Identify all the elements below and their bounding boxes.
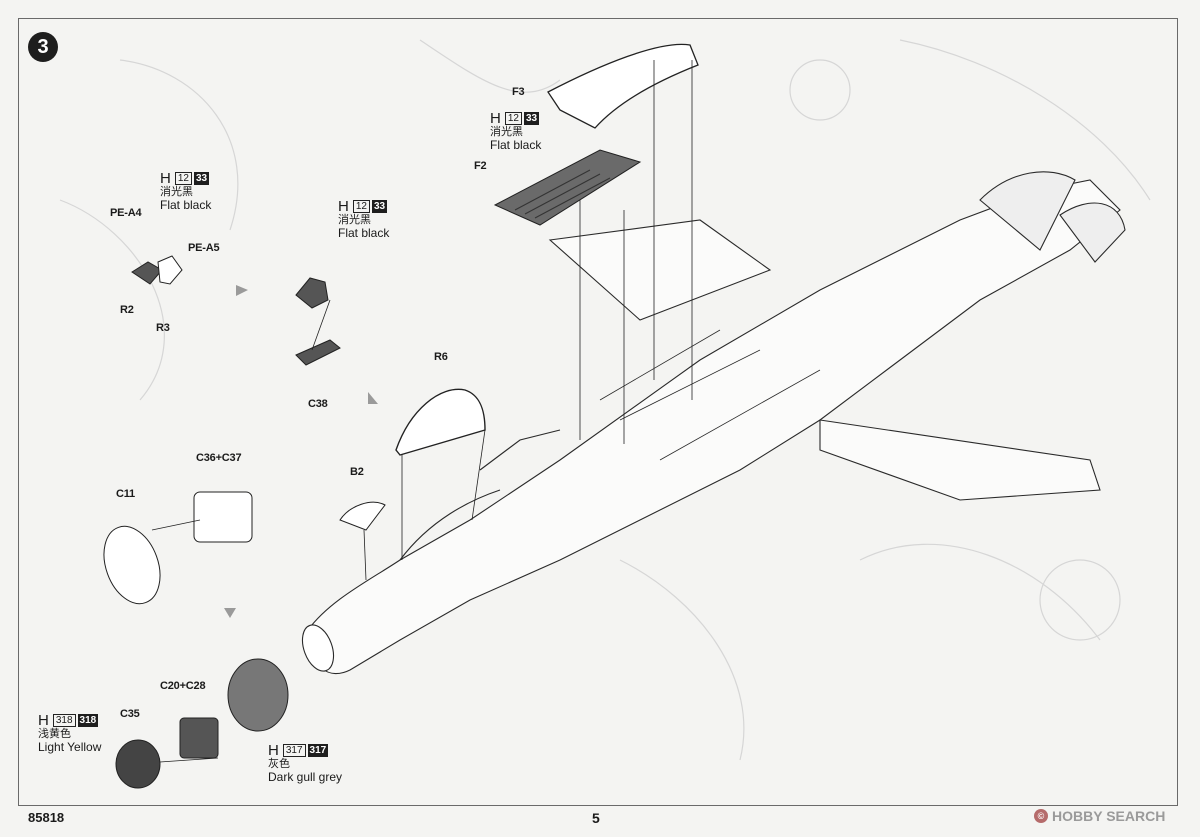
part-label-r6: R6 <box>434 351 448 363</box>
part-label-c35: C35 <box>120 708 140 720</box>
part-label-r3: R3 <box>156 322 170 334</box>
guide-lines <box>151 60 693 763</box>
part-label-f3: F3 <box>512 86 525 98</box>
radar-parts <box>103 491 289 789</box>
page-frame <box>18 18 1178 806</box>
watermark-logo-icon: © <box>1034 809 1048 823</box>
part-label-f2: F2 <box>474 160 487 172</box>
part-label-c11: C11 <box>116 488 135 500</box>
background-ghost-lines <box>59 39 1151 761</box>
page-number: 5 <box>592 810 600 826</box>
fuselage <box>301 171 1126 675</box>
part-label-pe-a4: PE-A4 <box>110 207 142 219</box>
part-label-b2: B2 <box>350 466 364 478</box>
part-label-pe-a5: PE-A5 <box>188 242 220 254</box>
seat-parts <box>131 255 341 366</box>
step-number-badge: 3 <box>28 32 58 62</box>
direction-arrows <box>224 285 378 618</box>
part-label-c36-c37: C36+C37 <box>196 452 242 464</box>
windscreen-part <box>339 501 386 531</box>
spine-cover-part <box>547 43 699 129</box>
avionics-deck-part <box>493 149 642 226</box>
part-label-c20-c28: C20+C28 <box>160 680 206 692</box>
canopy-part <box>395 388 486 456</box>
part-label-c38: C38 <box>308 398 328 410</box>
watermark: ©HOBBY SEARCH <box>1034 808 1165 824</box>
product-code: 85818 <box>28 810 65 825</box>
part-label-r2: R2 <box>120 304 134 316</box>
